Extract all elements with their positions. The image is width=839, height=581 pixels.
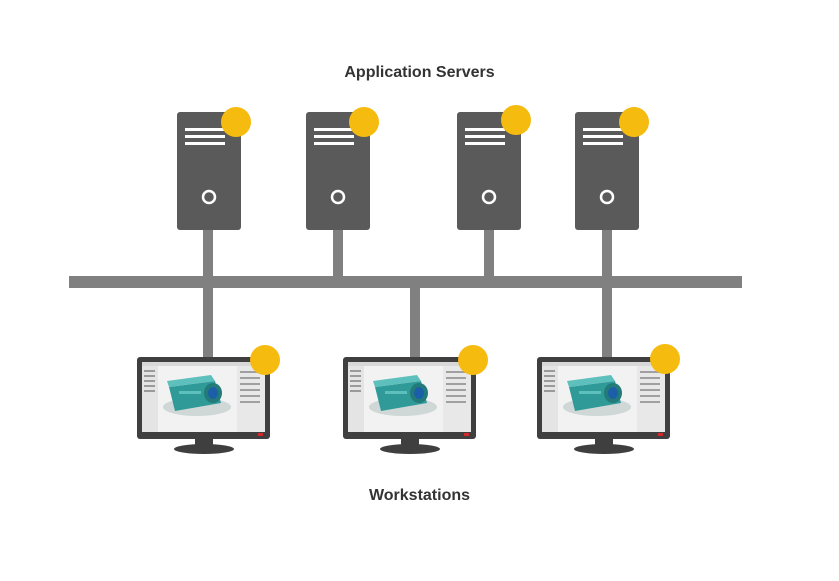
server-3 xyxy=(457,105,531,230)
status-dot xyxy=(619,107,649,137)
status-dot xyxy=(349,107,379,137)
monitor-icon xyxy=(537,357,670,454)
server-tower-icon xyxy=(177,112,241,230)
server-connectors xyxy=(203,228,612,280)
server-1 xyxy=(177,107,251,230)
status-dot xyxy=(458,345,488,375)
status-dot xyxy=(221,107,251,137)
server-connector-3 xyxy=(484,228,494,280)
monitor-icon xyxy=(343,357,476,454)
workstations-title: Workstations xyxy=(368,487,471,504)
server-tower-icon xyxy=(575,112,639,230)
server-4 xyxy=(575,107,649,230)
server-connector-2 xyxy=(333,228,343,280)
workstation-connectors xyxy=(203,286,612,360)
status-dot xyxy=(501,105,531,135)
status-dot xyxy=(250,345,280,375)
servers-title: Application Servers xyxy=(344,64,495,81)
server-tower-icon xyxy=(306,112,370,230)
workstation-3 xyxy=(537,344,680,454)
workstation-2 xyxy=(343,345,488,454)
workstation-connector-2 xyxy=(410,286,420,360)
workstation-1 xyxy=(137,345,280,454)
workstation-connector-3 xyxy=(602,286,612,360)
monitor-icon xyxy=(137,357,270,454)
server-2 xyxy=(306,107,379,230)
status-dot xyxy=(650,344,680,374)
server-tower-icon xyxy=(457,112,521,230)
network-bus xyxy=(69,276,742,288)
workstation-connector-1 xyxy=(203,286,213,360)
server-connector-4 xyxy=(602,228,612,280)
server-connector-1 xyxy=(203,228,213,280)
